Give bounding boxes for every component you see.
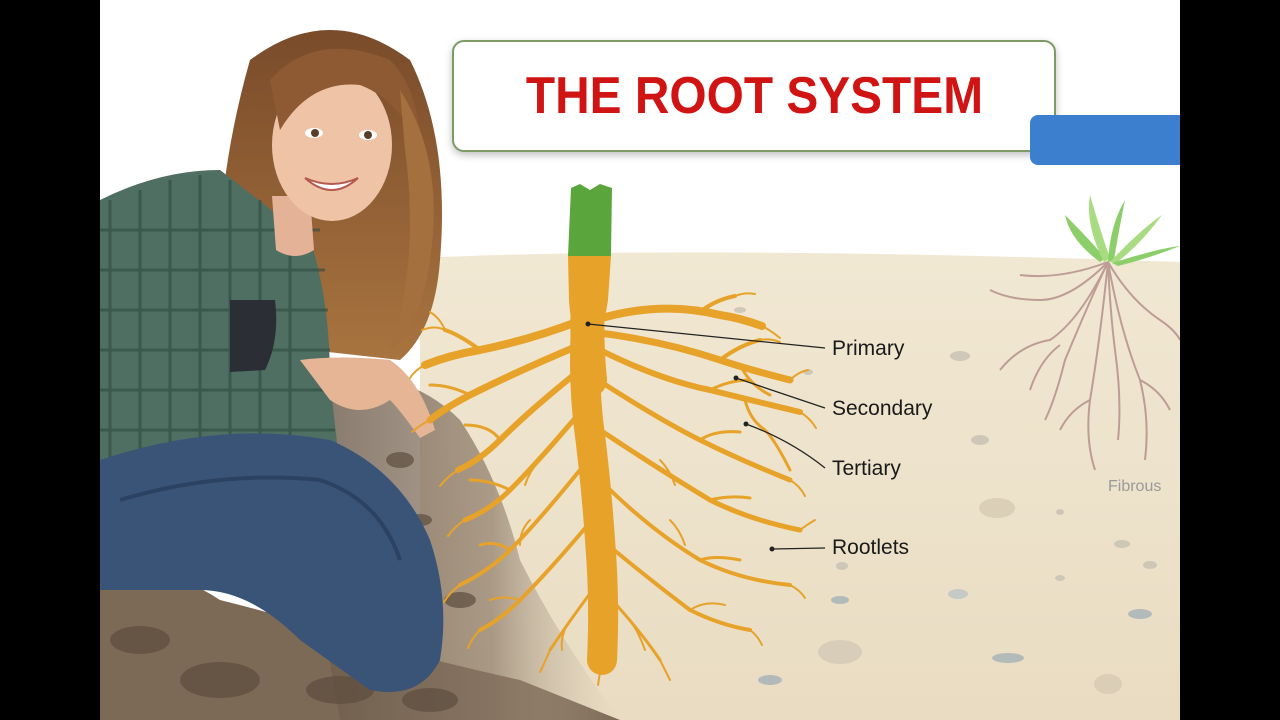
dot-tertiary bbox=[743, 421, 749, 427]
title-banner: THE ROOT SYSTEM bbox=[452, 40, 1056, 152]
label-fibrous: Fibrous bbox=[1108, 478, 1162, 495]
taproot-diagram bbox=[409, 184, 826, 686]
slide: THE ROOT SYSTEM Primary Secondary Tertia… bbox=[100, 0, 1180, 720]
leader-secondary bbox=[735, 377, 826, 409]
label-primary: Primary bbox=[832, 337, 905, 360]
root-system-illustration bbox=[100, 30, 1180, 720]
slide-title: THE ROOT SYSTEM bbox=[525, 67, 983, 125]
woman-illustration bbox=[100, 30, 444, 692]
letterbox-left bbox=[0, 0, 100, 720]
stem-green bbox=[568, 184, 612, 256]
dot-secondary bbox=[733, 375, 739, 381]
soil-pebbles bbox=[734, 307, 1157, 694]
leader-lines bbox=[587, 323, 826, 550]
letterbox-right bbox=[1180, 0, 1280, 720]
label-rootlets: Rootlets bbox=[832, 536, 910, 559]
leader-rootlets bbox=[771, 547, 826, 550]
leader-primary bbox=[587, 323, 826, 349]
blue-accent-tab bbox=[1030, 115, 1180, 165]
dot-primary bbox=[585, 321, 591, 327]
leader-tertiary bbox=[745, 423, 826, 469]
dot-rootlets bbox=[769, 546, 775, 552]
label-tertiary: Tertiary bbox=[832, 457, 901, 480]
fibrous-root-illustration bbox=[989, 195, 1180, 471]
label-secondary: Secondary bbox=[832, 397, 933, 420]
